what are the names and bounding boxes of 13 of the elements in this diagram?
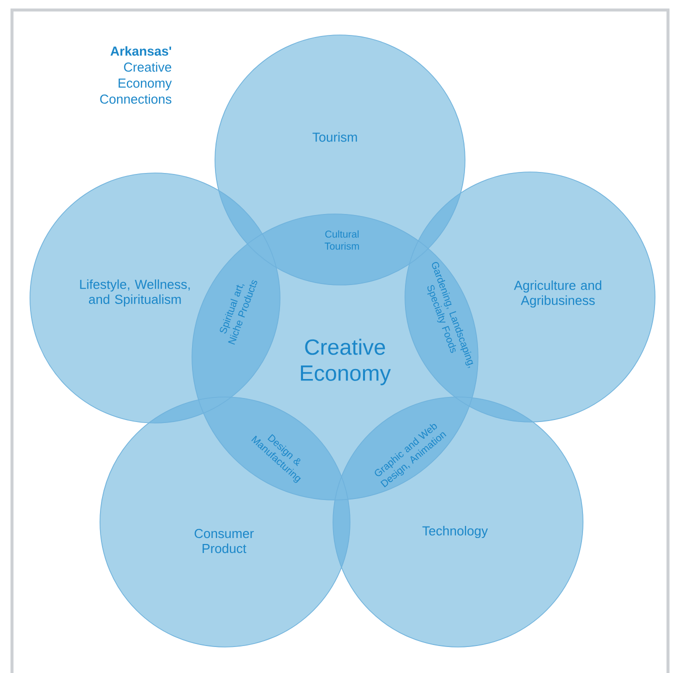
circle-label: Creative Economy [300, 338, 391, 386]
title: Arkansas' Creative Economy Connections [100, 46, 172, 104]
circle-label: Lifestyle, Wellness, and Spiritualism [80, 279, 190, 307]
overlap-label: Cultural Tourism [324, 230, 359, 250]
circle-label: Agriculture and Agribusiness [514, 280, 602, 308]
circle-label: Technology [422, 526, 488, 538]
circle-label: Consumer Product [194, 528, 254, 554]
circle [332, 396, 584, 648]
circle [30, 172, 280, 424]
circle-label: Tourism [312, 132, 357, 142]
circle [192, 214, 478, 500]
circle [100, 396, 350, 648]
circle [404, 172, 656, 422]
